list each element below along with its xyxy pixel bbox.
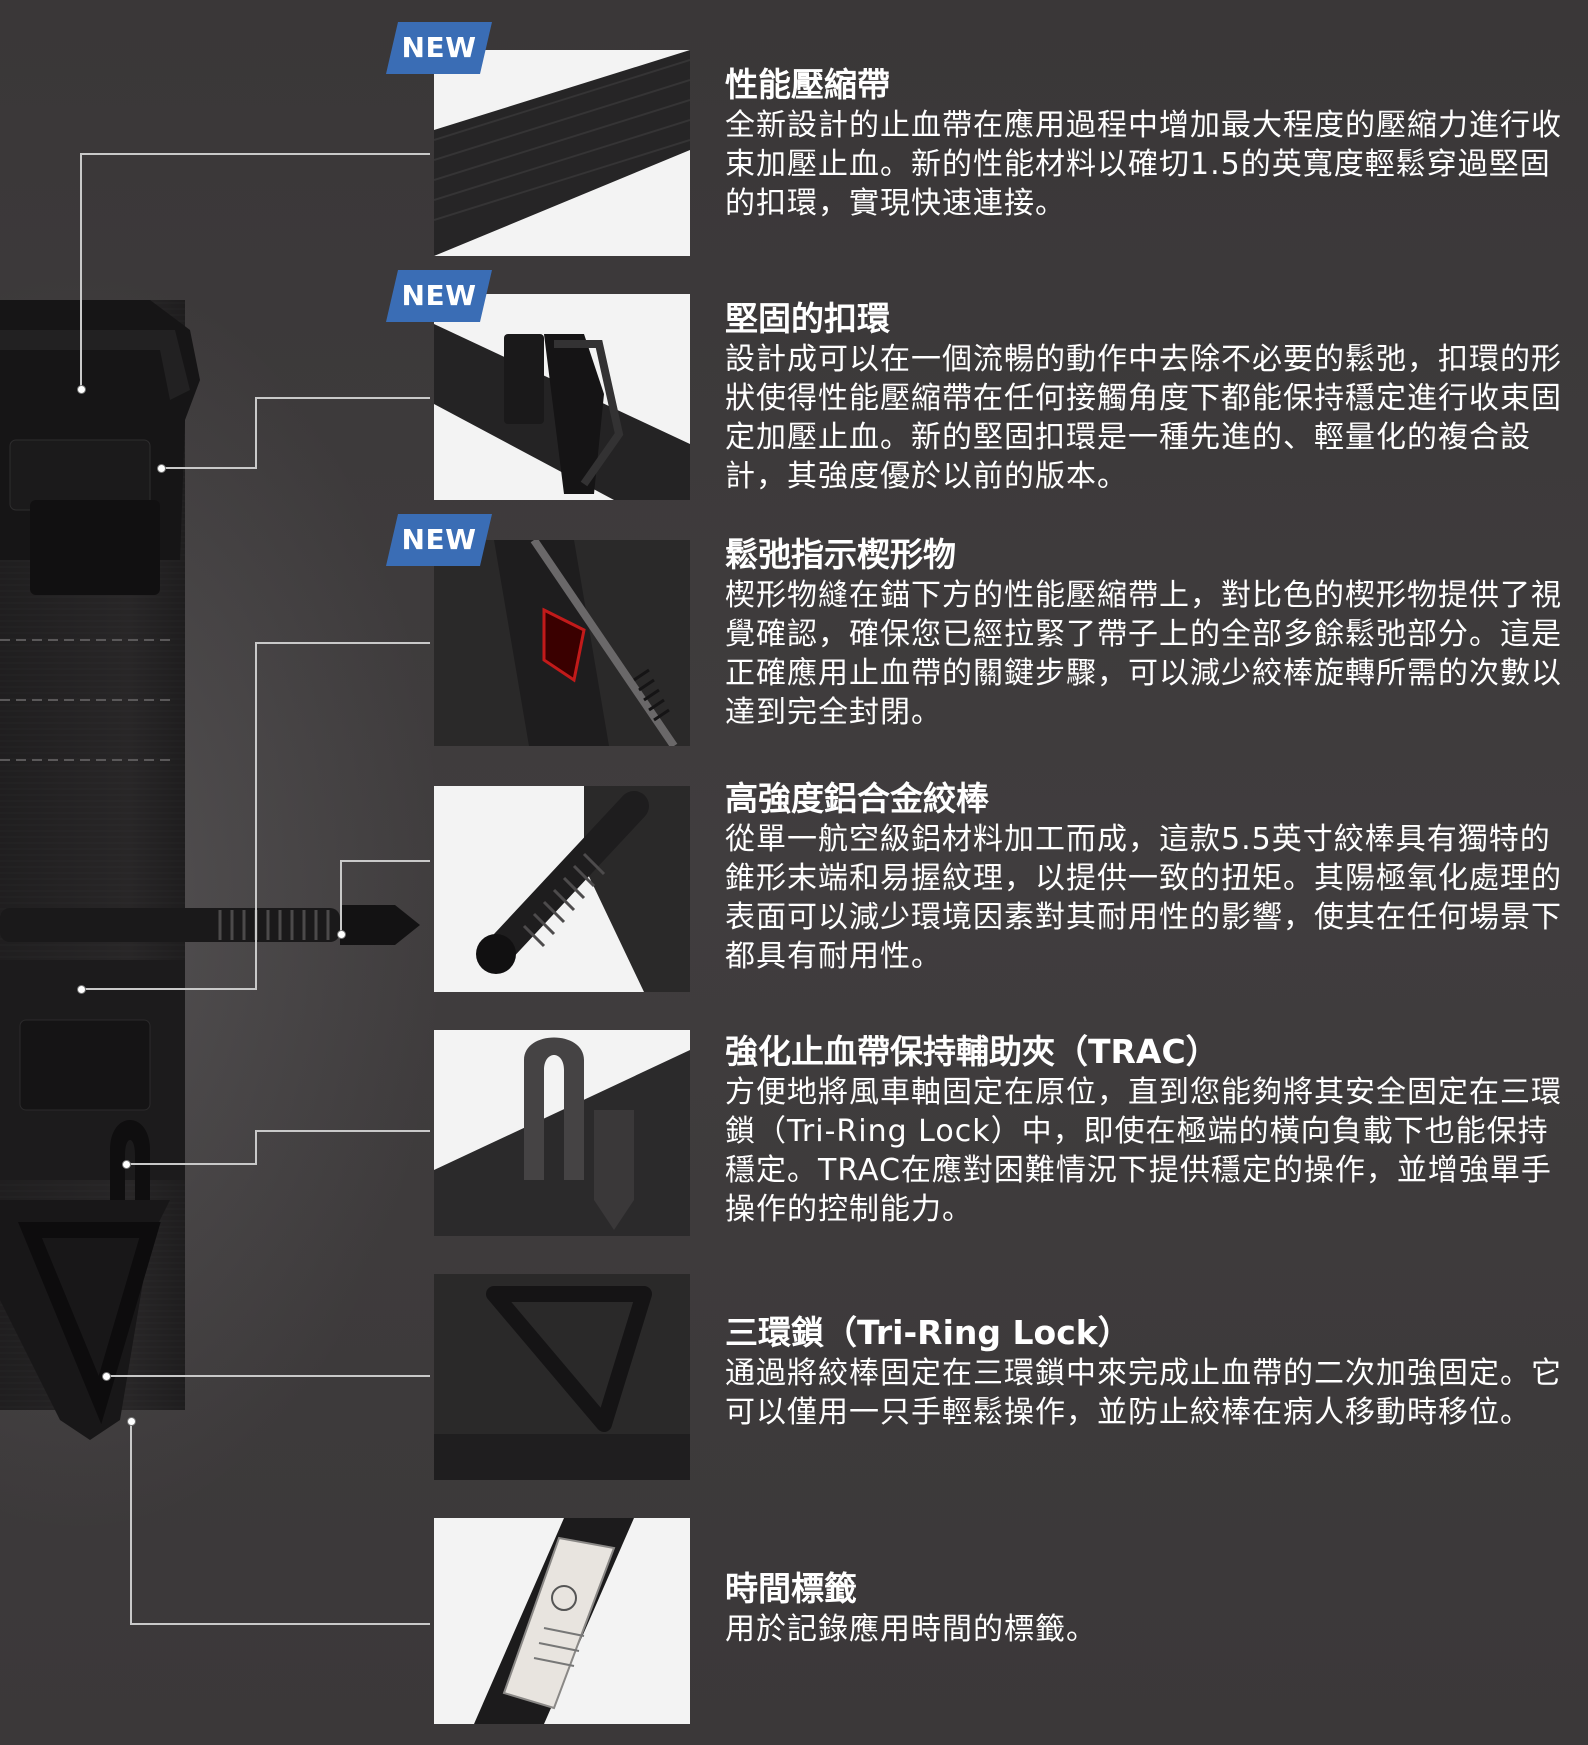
callout-line-5-horizontal-top — [255, 1130, 430, 1132]
callout-line-3-vertical — [255, 642, 257, 990]
callout-dot-5 — [122, 1160, 131, 1169]
tourniquet-product-image — [0, 300, 420, 1440]
callout-dot-7 — [127, 1417, 136, 1426]
feature-slack-indicator: 鬆弛指示楔形物 楔形物縫在錨下方的性能壓縮帶上，對比色的楔形物提供了視覺確認，確… — [725, 534, 1577, 732]
feature-trac-clip: 強化止血帶保持輔助夾（TRAC） 方便地將風車軸固定在原位，直到您能夠將其安全固… — [725, 1031, 1577, 1229]
callout-line-1-vertical — [80, 153, 82, 389]
new-badge: NEW — [386, 22, 492, 74]
feature-title: 堅固的扣環 — [725, 299, 890, 338]
time-tag-photo — [434, 1518, 690, 1724]
compression-strap-photo — [434, 50, 690, 256]
feature-title: 性能壓縮帶 — [725, 65, 890, 104]
feature-title: 高強度鋁合金絞棒 — [725, 779, 989, 818]
feature-description: 楔形物縫在錨下方的性能壓縮帶上，對比色的楔形物提供了視覺確認，確保您已經拉緊了帶… — [725, 578, 1562, 730]
feature-title: 強化止血帶保持輔助夾（TRAC） — [725, 1032, 1219, 1071]
feature-title: 鬆弛指示楔形物 — [725, 535, 956, 574]
feature-tri-ring-lock: 三環鎖（Tri-Ring Lock） 通過將絞棒固定在三環鎖中來完成止血帶的二次… — [725, 1312, 1577, 1432]
feature-buckle: 堅固的扣環 設計成可以在一個流暢的動作中去除不必要的鬆弛，扣環的形狀使得性能壓縮… — [725, 298, 1577, 496]
callout-line-2-horizontal-top — [255, 397, 430, 399]
callout-line-1-horizontal — [80, 153, 430, 155]
callout-line-4-vertical — [340, 860, 342, 934]
callout-dot-4 — [337, 930, 346, 939]
callout-line-4-horizontal — [340, 860, 430, 862]
callout-line-2-vertical — [255, 397, 257, 469]
feature-description: 通過將絞棒固定在三環鎖中來完成止血帶的二次加強固定。它可以僅用一只手輕鬆操作，並… — [725, 1356, 1562, 1430]
feature-description: 從單一航空級鋁材料加工而成，這款5.5英寸絞棒具有獨特的錐形末端和易握紋理，以提… — [725, 822, 1562, 974]
feature-description: 方便地將風車軸固定在原位，直到您能夠將其安全固定在三環鎖（Tri-Ring Lo… — [725, 1075, 1562, 1227]
new-badge-label: NEW — [401, 31, 477, 64]
callout-line-7-horizontal — [130, 1623, 430, 1625]
callout-line-2-horizontal-bottom — [160, 467, 256, 469]
callout-dot-1 — [77, 385, 86, 394]
feature-compression-strap: 性能壓縮帶 全新設計的止血帶在應用過程中增加最大程度的壓縮力進行收束加壓止血。新… — [725, 64, 1577, 223]
callout-line-3-horizontal-top — [255, 642, 430, 644]
feature-title: 三環鎖（Tri-Ring Lock） — [725, 1313, 1131, 1352]
callout-dot-6 — [102, 1372, 111, 1381]
feature-title: 時間標籤 — [725, 1569, 857, 1608]
slack-indicator-photo — [434, 540, 690, 746]
callout-line-6-horizontal — [105, 1375, 430, 1377]
new-badge-label: NEW — [401, 523, 477, 556]
feature-description: 設計成可以在一個流暢的動作中去除不必要的鬆弛，扣環的形狀使得性能壓縮帶在任何接觸… — [725, 342, 1562, 494]
callout-line-5-horizontal-bottom — [125, 1163, 256, 1165]
feature-description: 全新設計的止血帶在應用過程中增加最大程度的壓縮力進行收束加壓止血。新的性能材料以… — [725, 108, 1562, 221]
callout-dot-3 — [77, 985, 86, 994]
tri-ring-lock-photo — [434, 1274, 690, 1480]
trac-clip-photo — [434, 1030, 690, 1236]
new-badge: NEW — [386, 270, 492, 322]
buckle-photo — [434, 294, 690, 500]
new-badge-label: NEW — [401, 279, 477, 312]
feature-windlass-rod: 高強度鋁合金絞棒 從單一航空級鋁材料加工而成，這款5.5英寸絞棒具有獨特的錐形末… — [725, 778, 1577, 976]
feature-time-tag: 時間標籤 用於記錄應用時間的標籤。 — [725, 1568, 1577, 1649]
callout-line-3-horizontal-bottom — [80, 988, 256, 990]
feature-description: 用於記錄應用時間的標籤。 — [725, 1612, 1097, 1647]
callout-line-5-vertical — [255, 1130, 257, 1165]
callout-dot-2 — [157, 464, 166, 473]
new-badge: NEW — [386, 514, 492, 566]
windlass-rod-photo — [434, 786, 690, 992]
callout-line-7-vertical — [130, 1420, 132, 1625]
